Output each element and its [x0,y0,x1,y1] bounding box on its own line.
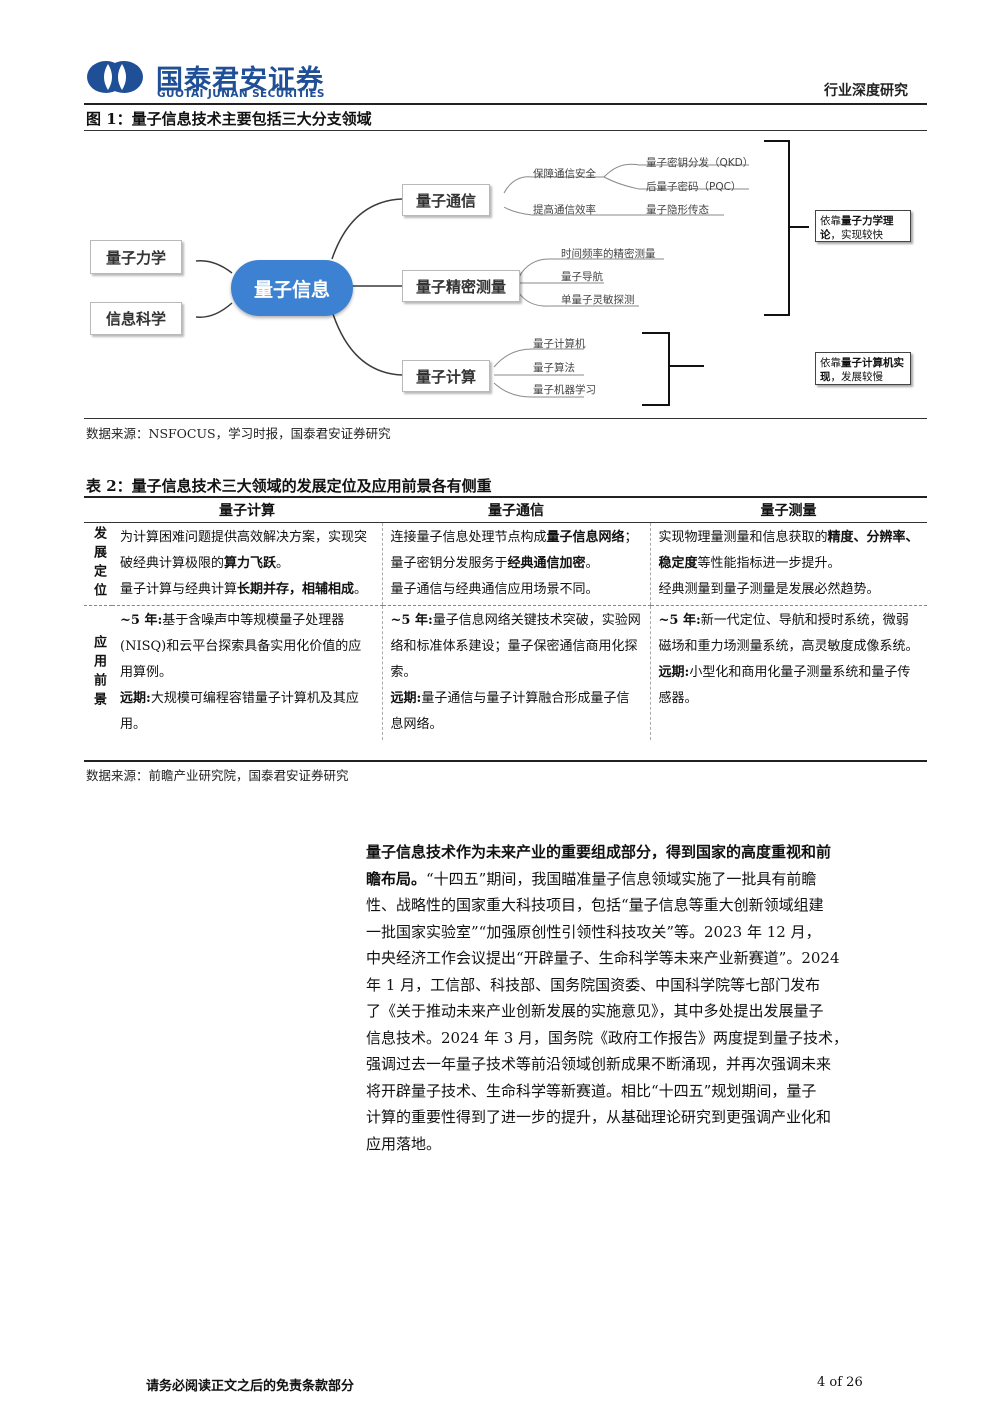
mindmap-connectors [195,140,809,406]
table-row-application: 应用前景 ~5 年:基于含噪声中等规模量子处理器(NISQ)和云平台探索具备实用… [84,605,927,741]
note-computer-slow: 依靠量子计算机实现，发展较慢 [815,352,911,385]
table-row-position: 发展定位 为计算困难问题提供高效解决方案，实现突破经典计算极限的算力飞跃。 量子… [84,522,927,606]
disclaimer-note: 请务必阅读正文之后的免责条款部分 [146,1379,355,1394]
page-number: 4 of 26 [817,1375,863,1390]
cell-application-communication: ~5 年:量子信息网络关键技术突破，实验网络和标准体系建设；量子保密通信商用化探… [381,605,650,740]
body-line: 性、战略性的国家重大科技项目，包括“量子信息等重大创新领域组建 [366,896,824,914]
node-quantum-precision-measurement: 量子精密测量 [402,270,520,302]
cell-position-communication: 连接量子信息处理节点构成量子信息网络；量子密钥分发服务于经典通信加密。 量子通信… [381,522,650,606]
figure-bottom-rule [84,418,927,419]
note-theory-fast: 依靠量子力学理论，实现较快 [815,210,911,242]
leaf-comm-efficiency: 提高通信效率 [533,204,596,216]
body-line: 瞻布局。“十四五”期间，我国瞄准量子信息领域实施了一批具有前瞻 [366,869,817,888]
leaf-quantum-navigation: 量子导航 [561,271,603,283]
body-line: 强调过去一年量子技术等前沿领域创新成果不断涌现，并再次强调未来 [366,1055,832,1073]
header-divider [84,103,927,105]
node-quantum-information: 量子信息 [231,260,353,316]
logo-cn-text: 国泰君安证券 [156,65,324,96]
body-paragraph: 量子信息技术作为未来产业的重要组成部分，得到国家的高度重视和前 瞻布局。“十四五… [366,839,911,1157]
table-header-corner [84,497,112,523]
table-bottom-rule [84,760,927,762]
body-line: 将开辟量子技术、生命科学等新赛道。相比“十四五”规划期间，量子 [366,1081,817,1100]
leaf-teleportation: 量子隐形传态 [646,204,709,216]
body-line: 了《关于推动未来产业创新发展的实施意见》，其中多处提出发展量子 [366,1002,824,1020]
body-line: 中央经济工作会议提出“开辟量子、生命科学等未来产业新赛道”。2024 [366,949,840,967]
body-line: 年 1 月，工信部、科技部、国务院国资委、中国科学院等七部门发布 [366,975,821,994]
leaf-pqc: 后量子密码（PQC） [646,181,742,193]
cell-application-computing: ~5 年:基于含噪声中等规模量子处理器(NISQ)和云平台探索具备实用化价值的应… [120,613,362,732]
row-label-application-text: 应用前景 [91,635,106,711]
cell-position-measurement: 实现物理量测量和信息获取的精度、分辨率、稳定度等性能指标进一步提升。 经典测量到… [649,522,927,606]
comparison-table: 量子计算 量子通信 量子测量 发展定位 为计算困难问题提供高效解决方案，实现突破… [84,497,927,740]
logo-icon [87,61,143,93]
node-quantum-communication: 量子通信 [402,184,490,216]
node-quantum-mechanics: 量子力学 [90,240,182,274]
report-type: 行业深度研究 [824,83,908,99]
node-information-science: 信息科学 [90,302,182,335]
row-label-position: 发展定位 [84,522,112,606]
leaf-comm-safety: 保障通信安全 [533,168,596,180]
logo-en-text: GUOTAI JUNAN SECURITIES [157,88,325,100]
cell-application-measurement: ~5 年:新一代定位、导航和授时系统，微弱磁场和重力场测量系统，高灵敏度成像系统… [649,605,927,740]
table-header-computing: 量子计算 [112,497,382,523]
table-header-communication: 量子通信 [382,497,650,523]
table-title: 表 2：量子信息技术三大领域的发展定位及应用前景各有侧重 [86,477,492,495]
figure-top-rule [84,130,927,131]
node-quantum-computing: 量子计算 [402,360,490,392]
leaf-time-frequency: 时间频率的精密测量 [561,248,656,260]
table-header-row: 量子计算 量子通信 量子测量 [84,497,927,523]
figure-title: 图 1：量子信息技术主要包括三大分支领域 [86,110,372,128]
body-line: 应用落地。 [366,1134,442,1153]
body-line: 量子信息技术作为未来产业的重要组成部分，得到国家的高度重视和前 [366,843,832,861]
leaf-single-quantum-detection: 单量子灵敏探测 [561,294,635,306]
body-line: 一批国家实验室”“加强原创性引领性科技攻关”等。2023 年 12 月， [366,922,821,941]
body-line: 计算的重要性得到了进一步的提升，从基础理论研究到更强调产业化和 [366,1108,832,1126]
cell-position-computing: 为计算困难问题提供高效解决方案，实现突破经典计算极限的算力飞跃。 量子计算与经典… [112,522,382,606]
body-line: 信息技术。2024 年 3 月，国务院《政府工作报告》两度提到量子技术， [366,1028,849,1047]
leaf-quantum-algorithm: 量子算法 [533,362,575,374]
figure-source: 数据来源：NSFOCUS，学习时报，国泰君安证券研究 [86,426,391,441]
leaf-quantum-machine-learning: 量子机器学习 [533,384,596,396]
table-header-measurement: 量子测量 [650,497,927,523]
row-label-position-text: 发展定位 [91,526,106,602]
leaf-qkd: 量子密钥分发（QKD） [646,157,754,169]
table-source: 数据来源：前瞻产业研究院，国泰君安证券研究 [86,768,349,783]
leaf-quantum-computer: 量子计算机 [533,338,586,350]
row-label-application: 应用前景 [84,606,112,741]
